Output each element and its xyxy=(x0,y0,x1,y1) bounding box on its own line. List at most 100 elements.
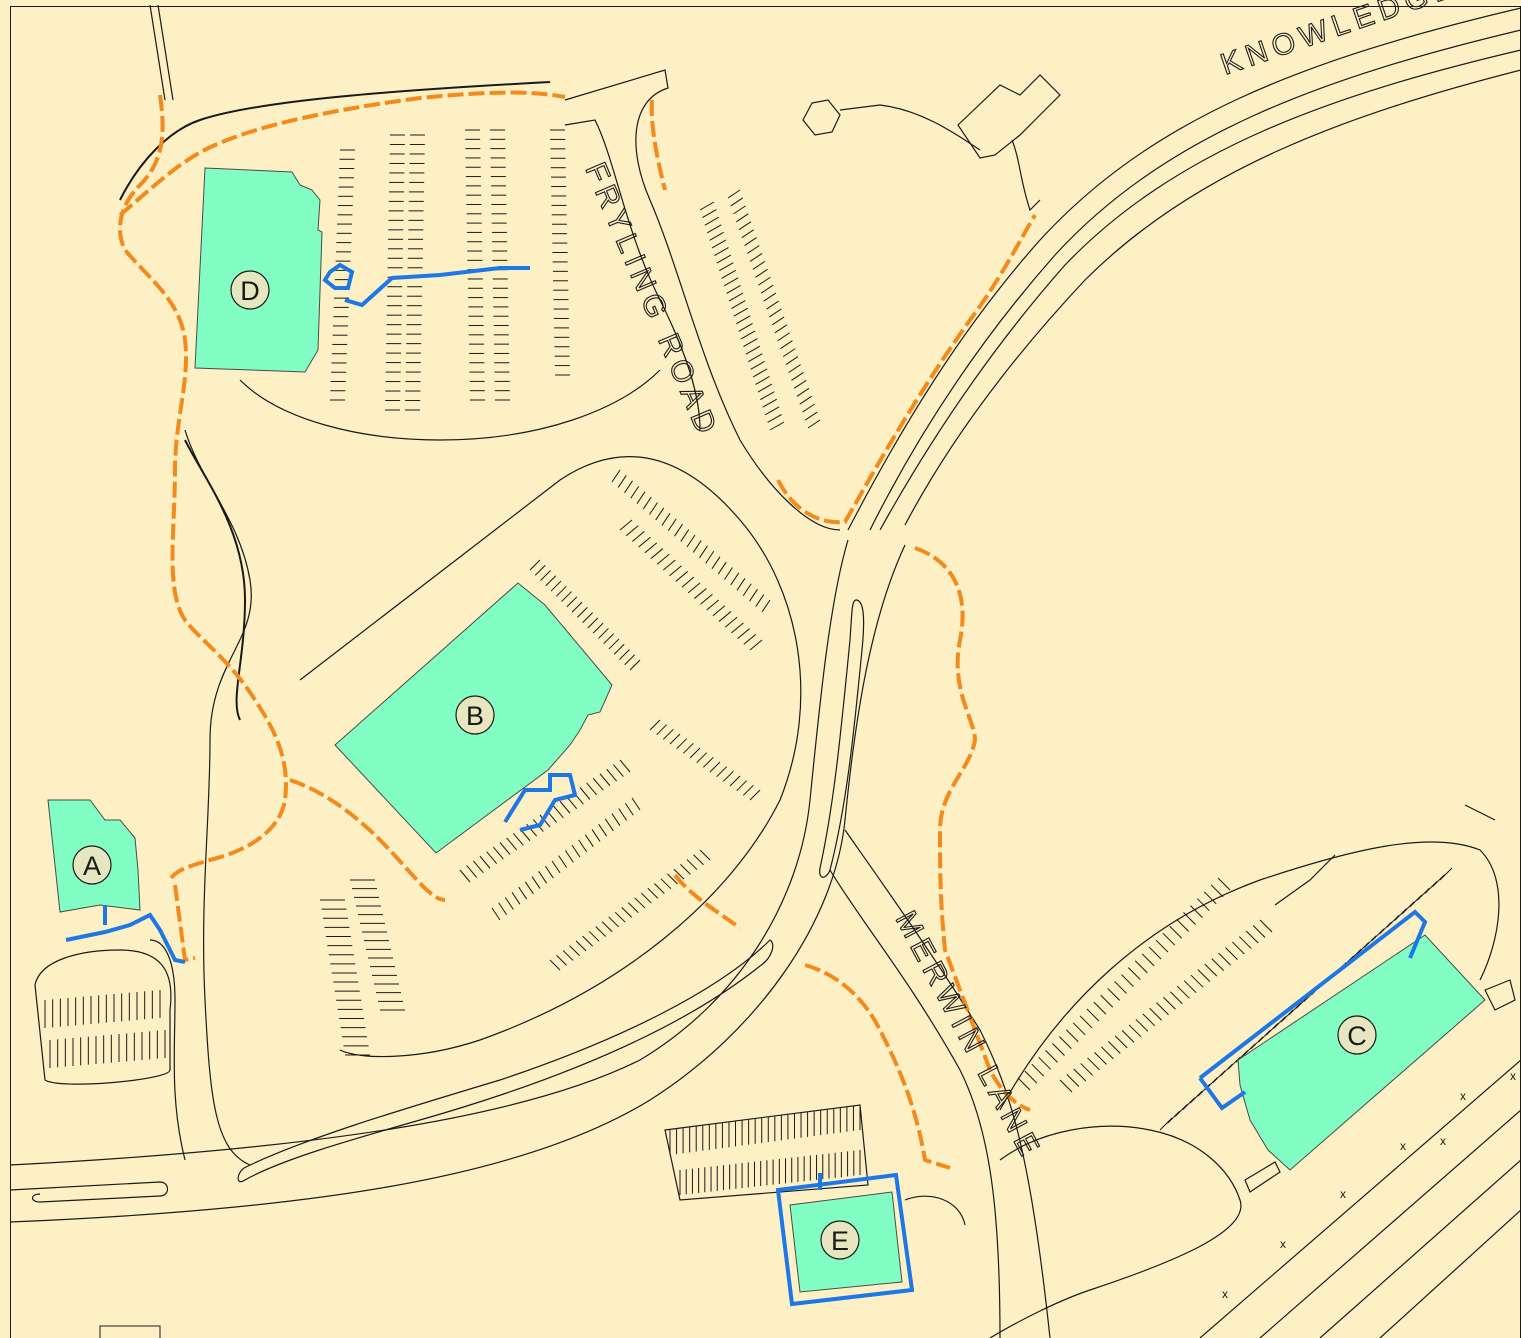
fence-marker: x xyxy=(1400,1139,1406,1153)
parking-stall-b xyxy=(545,575,557,587)
parking-stall-c xyxy=(1386,914,1400,928)
parking-stall-fryling xyxy=(757,383,773,393)
parking-stall-c xyxy=(1432,874,1445,888)
parking-stall-b xyxy=(479,855,491,869)
parking-stall-c xyxy=(1176,985,1190,999)
north-road-edge xyxy=(119,81,551,201)
parking-stall-b xyxy=(634,897,646,909)
parking-stall-c xyxy=(1190,905,1203,918)
parking-stall-fryling xyxy=(767,413,782,423)
parking-stall-fryling xyxy=(749,253,763,262)
parking-stall-c xyxy=(1197,969,1211,983)
building-label-b[interactable]: B xyxy=(455,695,495,735)
parking-stall-c xyxy=(1217,877,1231,891)
parking-stall-fryling xyxy=(799,395,813,405)
parking-stall-b xyxy=(692,540,702,553)
parking-stall-b xyxy=(625,525,639,537)
parking-stall-fryling xyxy=(738,221,752,231)
parking-stall-fryling xyxy=(726,285,741,294)
parking-stall-c xyxy=(1059,1079,1073,1093)
parking-stall-b xyxy=(524,881,534,895)
walking-paths xyxy=(118,90,1037,1170)
parking-stall-b xyxy=(538,871,548,884)
parking-stall-b xyxy=(661,513,671,526)
parking-stall-fryling xyxy=(704,216,720,226)
merwin-lane-edge-1 xyxy=(829,869,1001,1338)
parking-stall-fryling xyxy=(714,247,729,256)
building-label-e[interactable]: E xyxy=(820,1220,860,1260)
structure-line-1 xyxy=(1274,854,1336,906)
parking-stall-fryling xyxy=(807,419,821,429)
parking-stall-fryling xyxy=(758,276,771,286)
building-label-a[interactable]: A xyxy=(72,845,112,885)
parking-stall-c xyxy=(1142,1013,1156,1027)
parking-stall-c xyxy=(1079,1015,1093,1029)
parking-stall-b xyxy=(667,873,678,885)
merwin-lane-edge-2 xyxy=(844,829,1051,1338)
label-text-d: D xyxy=(240,276,260,306)
parking-stall-c xyxy=(1265,1023,1279,1036)
c-annex xyxy=(1484,979,1516,1011)
parking-stall-fryling xyxy=(706,224,722,234)
building-label-d[interactable]: D xyxy=(230,270,270,310)
parking-stall-b xyxy=(660,878,672,890)
parking-stall-c xyxy=(1093,1001,1107,1015)
parking-stall-c xyxy=(1424,881,1438,894)
walking-path-fryling xyxy=(649,99,667,191)
building-d[interactable] xyxy=(194,167,323,373)
parking-stall-c xyxy=(1169,925,1183,939)
parking-stall-b xyxy=(667,518,677,532)
parking-stall-b xyxy=(669,733,681,745)
walking-path-west xyxy=(118,94,288,882)
parking-stall-fryling xyxy=(760,284,774,294)
parking-stall-c xyxy=(1100,994,1114,1008)
parking-stall-b xyxy=(681,576,695,588)
parking-stall-b xyxy=(518,886,528,900)
accessible-route-c-entry xyxy=(1198,1076,1247,1111)
parking-stall-b xyxy=(724,567,733,580)
parking-stall-b xyxy=(716,766,728,778)
parking-stall-b xyxy=(706,599,719,611)
parking-stall-b xyxy=(736,578,746,591)
parking-stall-b xyxy=(736,780,748,792)
parking-stall-b xyxy=(564,850,574,863)
parking-stall-b xyxy=(676,738,688,750)
parking-stall-b xyxy=(743,633,757,645)
parking-stall-b xyxy=(653,883,665,894)
parking-stall-b xyxy=(556,954,567,966)
parking-stall-b xyxy=(603,633,615,645)
parking-stall-c xyxy=(1245,930,1259,944)
parking-stall-fryling xyxy=(782,348,796,358)
parking-stall-b xyxy=(647,887,659,899)
parking-stall-fryling xyxy=(764,406,780,416)
parking-stall-fryling xyxy=(728,292,744,302)
parking-stall-b xyxy=(699,849,711,861)
parking-stall-b xyxy=(673,868,685,880)
parking-stall-b xyxy=(598,823,608,837)
parking-stall-c xyxy=(1212,1070,1226,1084)
knowledge-road-edge-2 xyxy=(869,29,1521,531)
parking-stall-b xyxy=(608,916,620,928)
parking-stall-b xyxy=(582,935,593,947)
parking-stall-fryling xyxy=(802,403,815,413)
parking-stall-c xyxy=(1439,867,1453,881)
parking-stall-c xyxy=(1259,919,1273,933)
parking-stall-b xyxy=(680,863,691,875)
parking-stall-b xyxy=(644,542,658,554)
parking-stall-c xyxy=(1149,1007,1163,1021)
parking-stall-fryling xyxy=(804,411,818,421)
parking-stall-b xyxy=(586,782,598,796)
parking-stall-b xyxy=(711,556,721,569)
parking-stall-b xyxy=(559,800,571,814)
parking-stall-c xyxy=(1045,1050,1058,1063)
north-path-2 xyxy=(157,4,174,101)
parking-stall-fryling xyxy=(747,245,760,254)
highway-line-1 xyxy=(1199,1059,1521,1338)
parking-stall-b xyxy=(549,959,561,971)
fence-marker: x xyxy=(1460,1089,1466,1103)
parking-stall-fryling xyxy=(709,231,724,241)
parking-stall-b xyxy=(512,833,524,846)
parking-stall-b xyxy=(551,860,561,874)
parking-stall-b xyxy=(742,784,754,796)
building-label-c[interactable]: C xyxy=(1337,1015,1377,1055)
